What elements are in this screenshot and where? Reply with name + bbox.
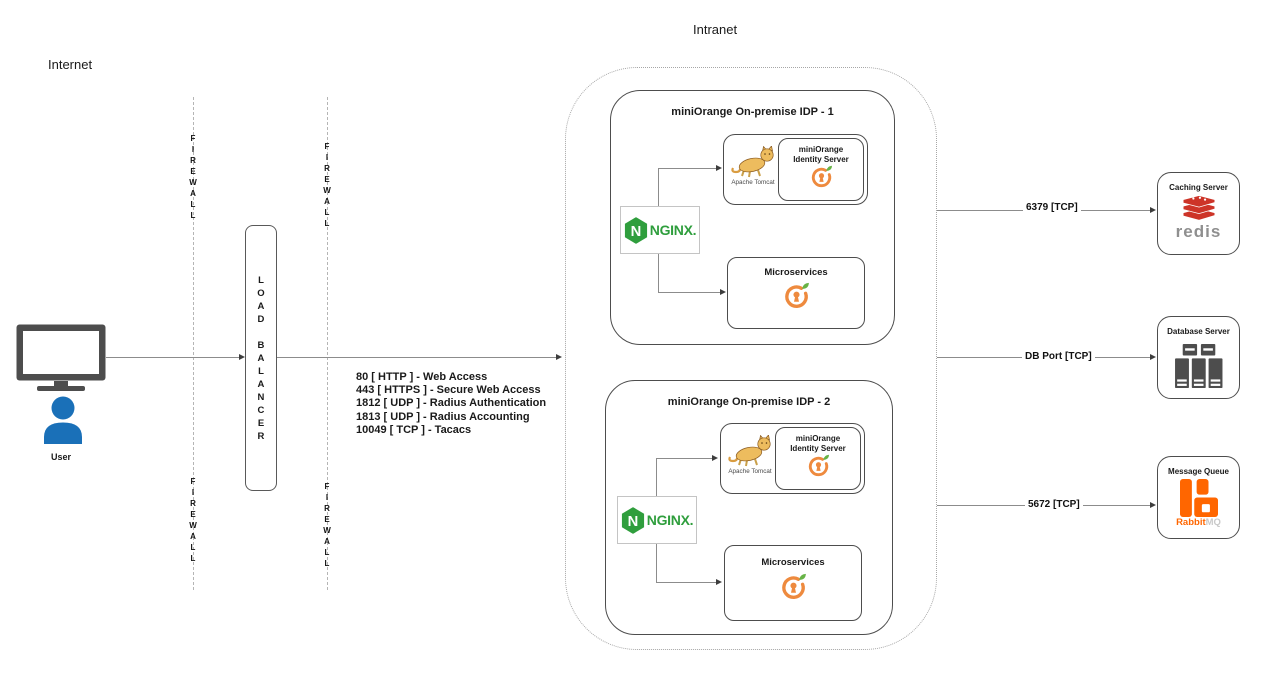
arrowhead (1150, 502, 1156, 508)
database-port-label: DB Port [TCP] (1022, 350, 1095, 363)
miniorange-icon (810, 165, 833, 188)
intranet-zone-label: Intranet (693, 22, 738, 37)
nginx-label: NGINX. (646, 512, 694, 528)
nginx-icon (624, 217, 648, 244)
arrowhead (556, 354, 562, 360)
connector (658, 168, 717, 169)
firewall-label: F I R E W A L L (189, 477, 197, 563)
firewall-label: F I R E W A L L (189, 134, 197, 220)
connector (656, 543, 657, 582)
tomcat-label: Apache Tomcat (731, 179, 775, 186)
redis-icon (1177, 195, 1221, 223)
idp1-tomcat-node: Apache Tomcat miniOrange Identity Server (723, 134, 868, 205)
arrowhead (716, 579, 722, 585)
arrowhead (712, 455, 718, 461)
caching-port-label: 6379 [TCP] (1023, 201, 1081, 214)
microservices-label: Microservices (761, 557, 825, 568)
identity-server-label: miniOrange Identity Server (793, 145, 849, 164)
tomcat-icon (727, 435, 773, 467)
rabbitmq-wordmark-mq: MQ (1205, 517, 1221, 528)
arrowhead (239, 354, 245, 360)
firewall-line-1 (193, 97, 194, 590)
monitor-icon (16, 324, 106, 391)
idp2-microservices-node: Microservices (724, 545, 862, 621)
firewall-line-2 (327, 97, 328, 590)
internet-zone-label: Internet (48, 57, 93, 72)
identity-server-label: miniOrange Identity Server (790, 434, 846, 453)
arrowhead (720, 289, 726, 295)
arrowhead (716, 165, 722, 171)
tomcat-icon (730, 146, 776, 178)
nginx-label: NGINX. (649, 222, 697, 238)
rabbitmq-wordmark-rabbit: Rabbit (1176, 517, 1206, 528)
connector (658, 253, 659, 292)
tomcat-label: Apache Tomcat (728, 468, 772, 475)
connector (658, 292, 721, 293)
rabbitmq-icon (1180, 479, 1218, 517)
redis-wordmark: redis (1175, 222, 1222, 241)
miniorange-icon (780, 573, 807, 600)
user-label: User (50, 452, 71, 462)
arrowhead (1150, 354, 1156, 360)
idp2-nginx-node: NGINX. (617, 496, 697, 544)
idp2-title: miniOrange On-premise IDP - 2 (667, 396, 831, 408)
protocol-line: 1813 [ UDP ] - Radius Accounting (356, 410, 530, 423)
idp1-identity-server-node: miniOrange Identity Server (778, 138, 864, 201)
arrowhead (1150, 207, 1156, 213)
message-queue-port-label: 5672 [TCP] (1025, 498, 1083, 511)
miniorange-icon (783, 282, 810, 309)
load-balancer-label: L O A D B A L A N C E R (257, 274, 265, 442)
idp2-tomcat-node: Apache Tomcat miniOrange Identity Server (720, 423, 865, 494)
database-server-title: Database Server (1167, 327, 1230, 336)
message-queue-title: Message Queue (1168, 467, 1229, 476)
connector-lb-intranet (277, 357, 556, 358)
connector (656, 582, 717, 583)
intranet-container (565, 67, 937, 650)
user-icon (40, 396, 86, 444)
protocol-line: 10049 [ TCP ] - Tacacs (356, 423, 472, 436)
idp1-nginx-node: NGINX. (620, 206, 700, 254)
microservices-label: Microservices (764, 267, 828, 278)
caching-server-node: Caching Server redis (1157, 172, 1240, 255)
connector-user-lb (106, 357, 240, 358)
database-icon (1172, 343, 1226, 389)
idp1-title: miniOrange On-premise IDP - 1 (671, 106, 834, 118)
database-server-node: Database Server (1157, 316, 1240, 399)
connector (658, 168, 659, 207)
nginx-icon (621, 507, 645, 534)
miniorange-icon (807, 454, 830, 477)
connector (656, 458, 657, 497)
rabbitmq-wordmark: RabbitMQ (1158, 518, 1239, 528)
protocol-list: 80 [ HTTP ] - Web Access 443 [ HTTPS ] -… (356, 371, 546, 437)
firewall-label: F I R E W A L L (323, 142, 331, 228)
idp1-microservices-node: Microservices (727, 257, 865, 329)
protocol-line: 443 [ HTTPS ] - Secure Web Access (356, 384, 541, 397)
protocol-line: 1812 [ UDP ] - Radius Authentication (356, 397, 547, 410)
message-queue-node: Message Queue RabbitMQ (1157, 456, 1240, 539)
firewall-label: F I R E W A L L (323, 482, 331, 568)
protocol-line: 80 [ HTTP ] - Web Access (356, 371, 488, 383)
caching-server-title: Caching Server (1169, 183, 1228, 192)
connector (656, 458, 713, 459)
idp2-identity-server-node: miniOrange Identity Server (775, 427, 861, 490)
load-balancer-node: L O A D B A L A N C E R (245, 225, 277, 491)
